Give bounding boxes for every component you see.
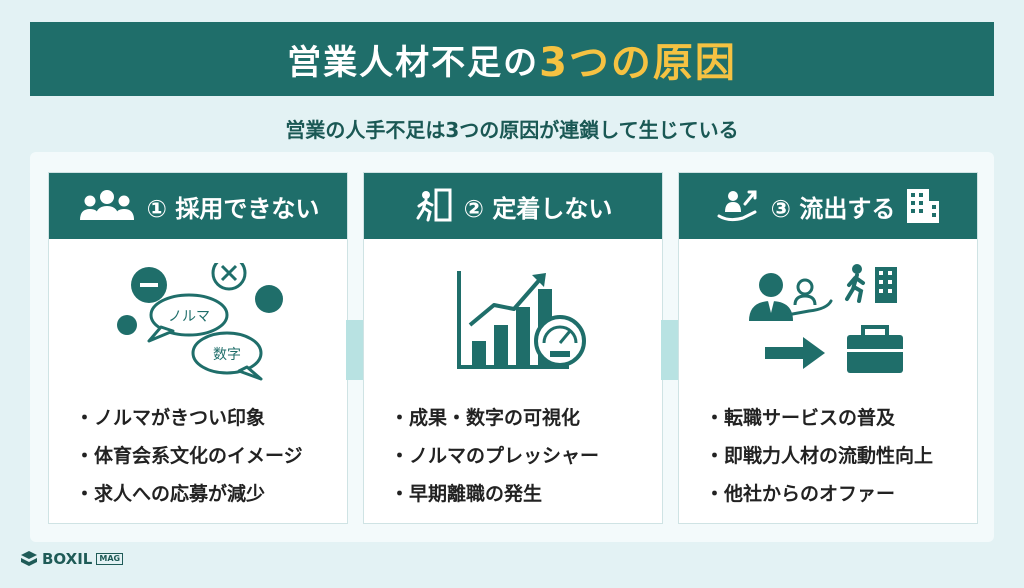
cause-card-recruiting: ① 採用できない ノルマ 数字 ノルマがきつい印象 体育会系文化のイメージ 求人…: [48, 172, 348, 524]
list-item: 成果・数字の可視化: [390, 399, 599, 437]
list-item: ノルマのプレッシャー: [390, 437, 599, 475]
speech-bubbles-illustration: ノルマ 数字: [117, 263, 283, 381]
card-title: ③ 流出する: [770, 194, 896, 223]
dot-bubble-icon: [255, 285, 283, 313]
job-change-illustration: [749, 264, 903, 373]
list-item: 早期離職の発生: [390, 475, 599, 513]
cause-list: ノルマがきつい印象 体育会系文化のイメージ 求人への応募が減少: [75, 399, 303, 513]
list-item: ノルマがきつい印象: [75, 399, 303, 437]
businessman-icon: [749, 273, 793, 321]
office-building-icon: [875, 267, 897, 303]
card-header: ① 採用できない: [49, 173, 347, 239]
x-bubble-icon: [211, 263, 247, 291]
building-icon: [907, 189, 940, 223]
bubble-label-quota: ノルマ: [168, 309, 210, 325]
dot-bubble-icon: [117, 315, 137, 335]
list-item: 体育会系文化のイメージ: [75, 437, 303, 475]
title-main: 営業人材不足の: [287, 42, 540, 83]
card-header: ② 定着しない: [364, 173, 662, 239]
cause-list: 転職サービスの普及 即戦力人材の流動性向上 他社からのオファー: [705, 399, 933, 513]
boxil-logo-icon: [21, 551, 37, 566]
arrow-right-icon: [765, 337, 825, 369]
logo-badge: MAG: [96, 553, 124, 565]
card-title: ① 採用できない: [146, 194, 320, 223]
cause-list: 成果・数字の可視化 ノルマのプレッシャー 早期離職の発生: [390, 399, 599, 513]
briefcase-icon: [847, 325, 903, 373]
walking-person-icon: [845, 264, 865, 303]
exit-door-icon: [416, 188, 452, 222]
people-group-icon: [79, 190, 134, 220]
title-highlight: 3つの原因: [539, 40, 737, 86]
speed-gauge-icon: [534, 315, 586, 367]
growth-chart-gauge-illustration: [457, 271, 586, 369]
list-item: 転職サービスの普及: [705, 399, 933, 437]
handshake-growth-icon: [717, 190, 757, 222]
card-header: ③ 流出する: [679, 173, 977, 239]
list-item: 他社からのオファー: [705, 475, 933, 513]
list-item: 即戦力人材の流動性向上: [705, 437, 933, 475]
bubble-label-numbers: 数字: [213, 347, 241, 363]
list-item: 求人への応募が減少: [75, 475, 303, 513]
cause-card-retention: ② 定着しない 成果・数字の可視化 ノルマのプレッシャー 早期離職の発生: [363, 172, 663, 524]
logo-name: BOXIL: [42, 550, 93, 568]
minus-bubble-icon: [131, 267, 167, 303]
page-subtitle: 営業の人手不足は3つの原因が連鎖して生じている: [285, 118, 739, 142]
cause-card-outflow: ③ 流出する: [678, 172, 978, 524]
offering-hand-icon: [785, 278, 833, 317]
brand-logo: BOXIL MAG: [20, 550, 124, 568]
card-title: ② 定着しない: [463, 194, 613, 223]
